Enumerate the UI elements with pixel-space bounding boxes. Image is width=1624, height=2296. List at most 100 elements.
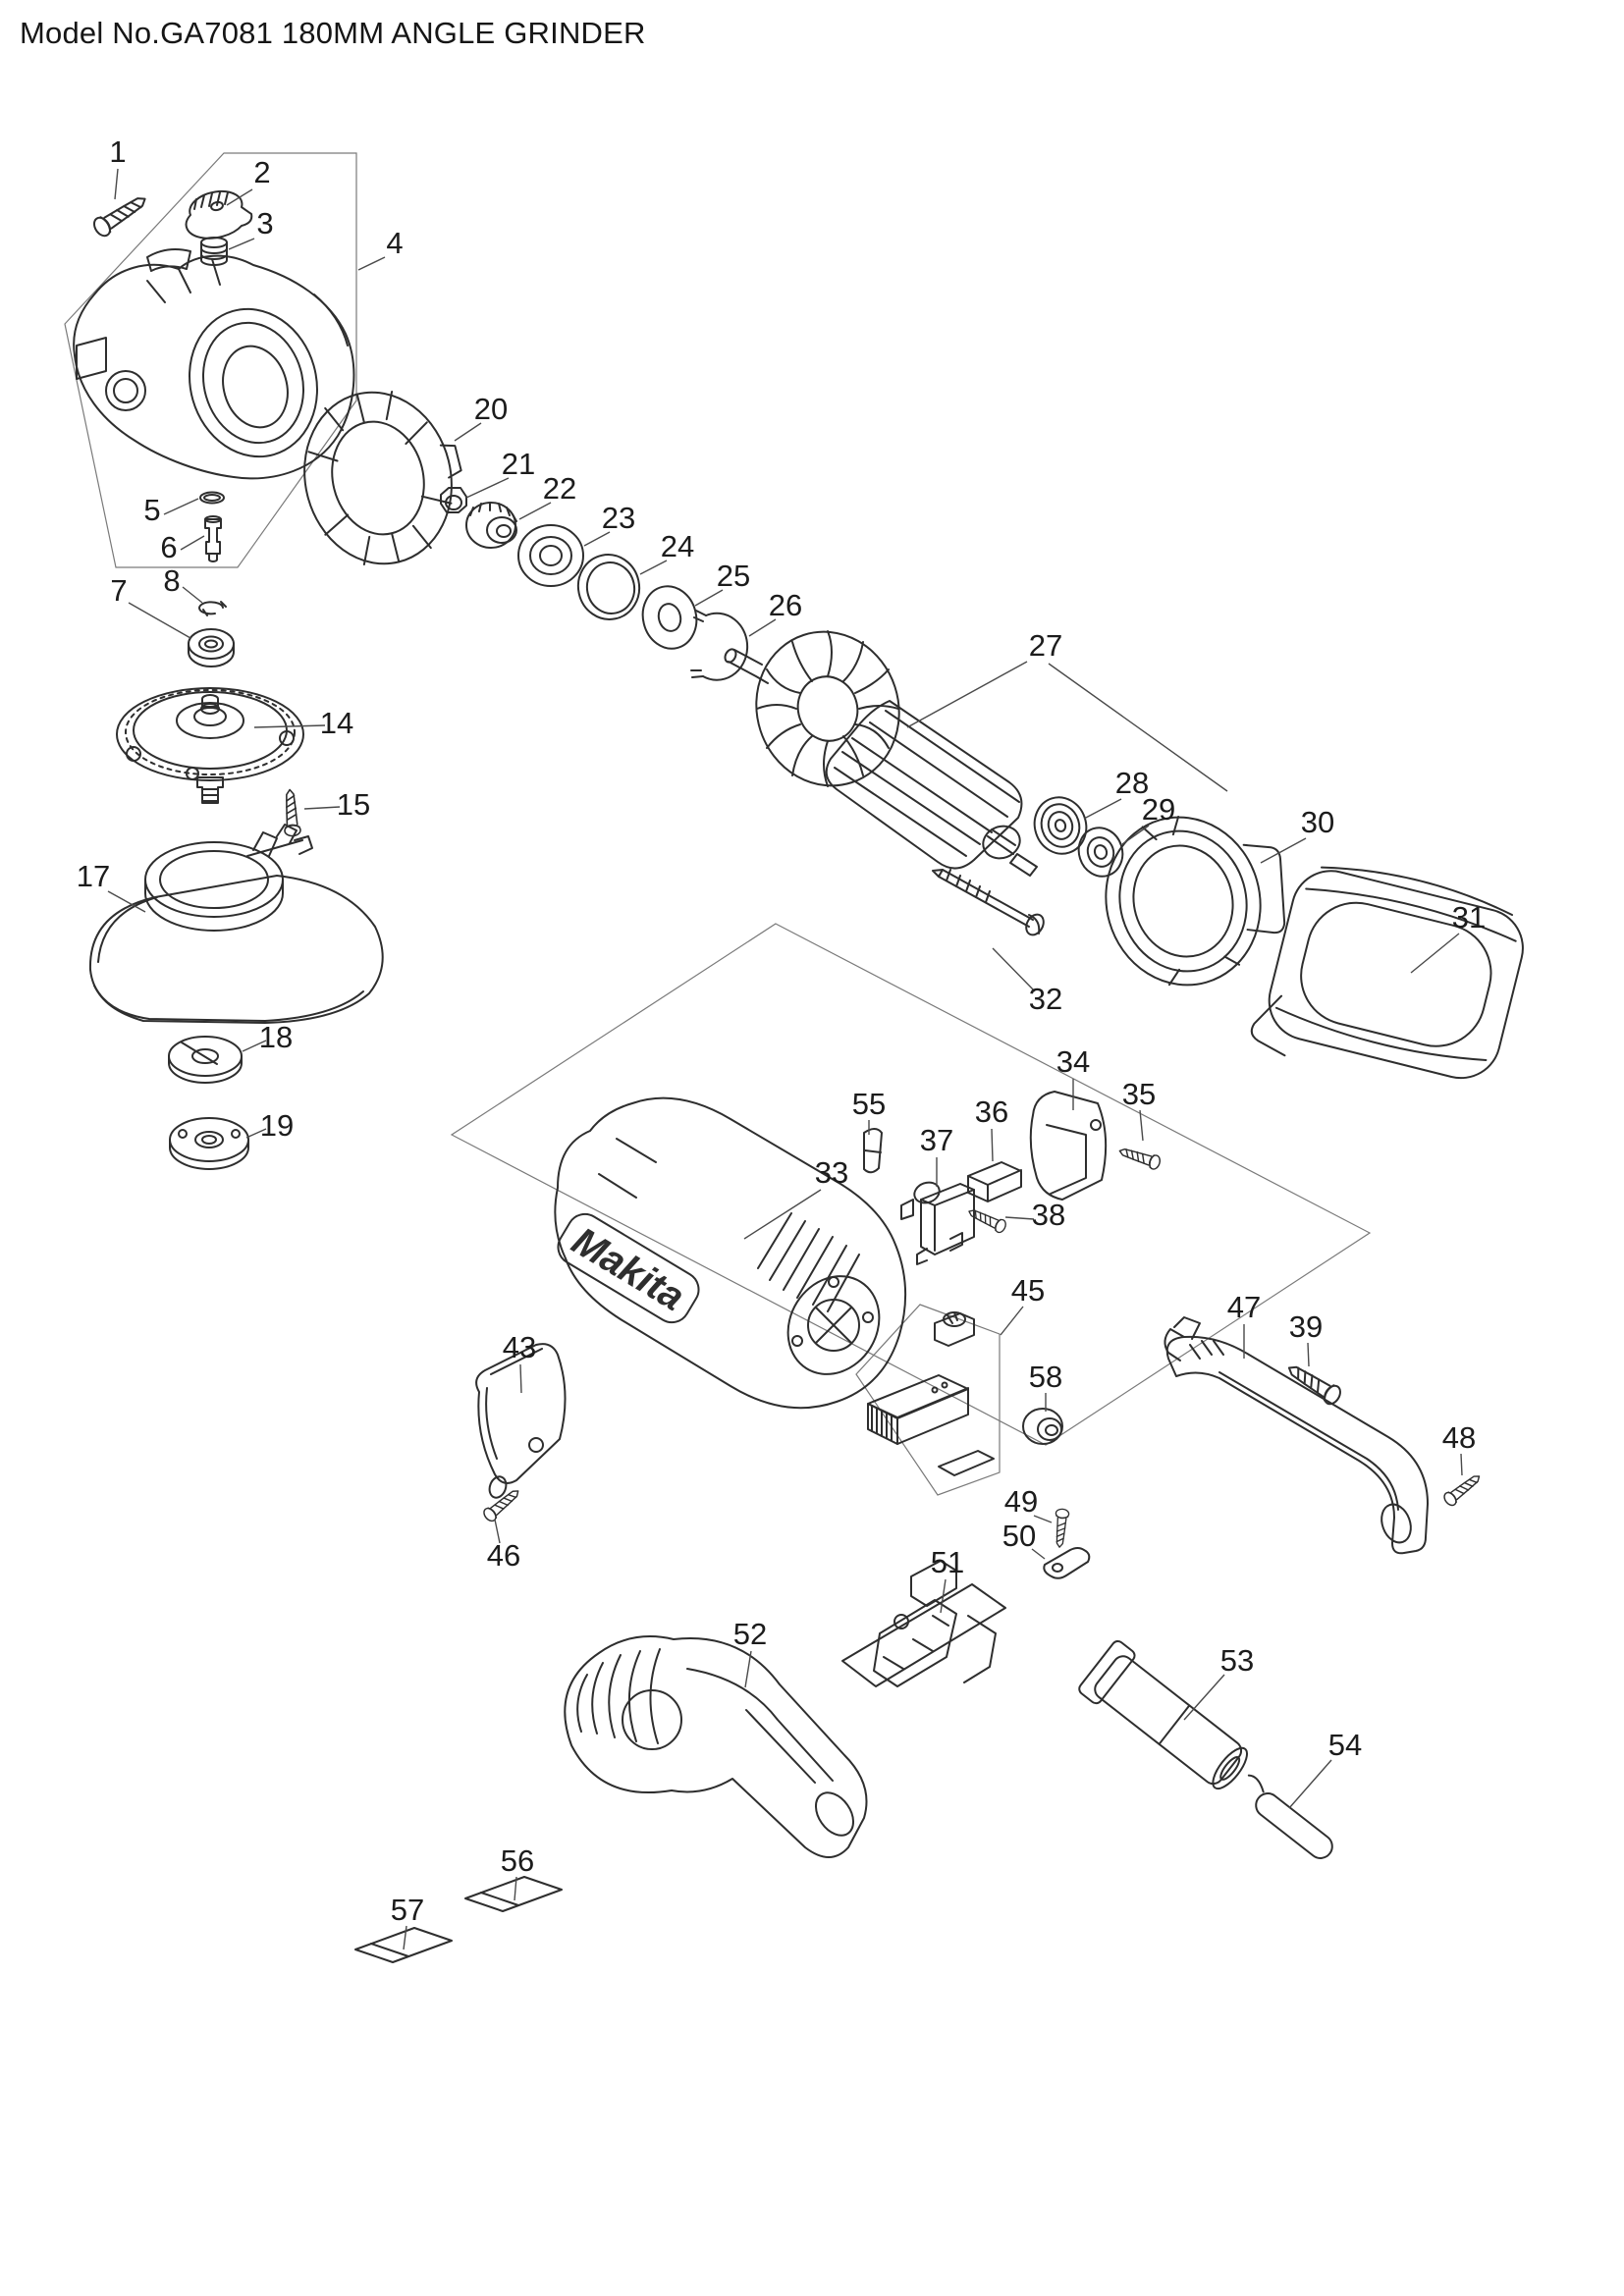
part-7-bearing bbox=[188, 628, 235, 667]
group-outlines bbox=[64, 152, 1372, 1496]
leader-line-54 bbox=[1288, 1759, 1332, 1809]
leader-line-1 bbox=[114, 168, 119, 200]
callout-number-29: 29 bbox=[1142, 792, 1175, 827]
part-37-brush-holder bbox=[900, 1181, 975, 1265]
part-4-gear-housing bbox=[73, 248, 355, 480]
callout-number-55: 55 bbox=[852, 1087, 886, 1121]
leader-line-45 bbox=[1000, 1306, 1024, 1336]
part-27-armature bbox=[724, 630, 1038, 877]
callout-number-53: 53 bbox=[1220, 1643, 1254, 1678]
callout-number-24: 24 bbox=[661, 529, 694, 563]
part-22-pinion-gear bbox=[465, 502, 517, 549]
leader-line-51 bbox=[940, 1578, 947, 1614]
callout-number-25: 25 bbox=[717, 559, 750, 593]
leader-line-3 bbox=[228, 238, 255, 250]
callout-number-56: 56 bbox=[501, 1843, 534, 1878]
callout-number-8: 8 bbox=[163, 563, 180, 598]
callout-number-17: 17 bbox=[77, 859, 110, 893]
part-47-lock-lever bbox=[1164, 1316, 1429, 1555]
part-6-pin bbox=[204, 515, 222, 562]
part-38-screw bbox=[965, 1204, 1008, 1235]
part-36-carbon-brush bbox=[967, 1161, 1022, 1202]
leader-line-15 bbox=[303, 806, 341, 810]
part-46-screw bbox=[480, 1484, 524, 1524]
leader-line-35 bbox=[1139, 1109, 1144, 1142]
part-31-stator bbox=[1250, 866, 1524, 1080]
callout-number-18: 18 bbox=[259, 1020, 293, 1054]
leader-line-7 bbox=[128, 602, 191, 639]
callout-number-19: 19 bbox=[260, 1108, 294, 1143]
callout-number-46: 46 bbox=[487, 1538, 520, 1573]
part-26-snap-ring bbox=[690, 610, 749, 681]
part-30-air-baffle bbox=[1105, 816, 1286, 987]
part-25-washer bbox=[641, 585, 698, 650]
callout-number-27: 27 bbox=[1029, 628, 1062, 663]
leader-line-17 bbox=[107, 890, 146, 913]
part-3-spring bbox=[200, 237, 228, 266]
part-35-screw bbox=[1116, 1143, 1163, 1172]
leader-line-32 bbox=[992, 947, 1036, 992]
callout-number-32: 32 bbox=[1029, 982, 1062, 1016]
part-24-ring bbox=[576, 554, 641, 620]
leader-line-20 bbox=[454, 422, 482, 442]
part-5-o-ring bbox=[199, 491, 225, 505]
group-outline-motor bbox=[450, 923, 1372, 1446]
part-17-wheel-cover bbox=[88, 824, 384, 1024]
part-19-inner-flange bbox=[169, 1117, 249, 1170]
part-1-screw bbox=[89, 189, 152, 240]
leader-line-38 bbox=[1004, 1216, 1035, 1220]
callout-number-51: 51 bbox=[931, 1545, 964, 1579]
callout-number-48: 48 bbox=[1442, 1420, 1476, 1455]
callout-number-4: 4 bbox=[386, 226, 403, 260]
callout-number-23: 23 bbox=[602, 501, 635, 535]
leader-line-48 bbox=[1460, 1453, 1463, 1476]
leader-line-23 bbox=[583, 531, 611, 547]
leader-line-18 bbox=[242, 1040, 267, 1052]
leader-line-28 bbox=[1083, 798, 1122, 820]
callout-number-34: 34 bbox=[1056, 1044, 1090, 1079]
leader-line-25 bbox=[694, 589, 724, 607]
callout-number-20: 20 bbox=[474, 392, 508, 426]
callout-number-7: 7 bbox=[110, 573, 127, 608]
part-18-clamp-nut bbox=[168, 1036, 243, 1084]
leader-line-27-1 bbox=[1048, 663, 1228, 792]
callout-number-52: 52 bbox=[733, 1617, 767, 1651]
callout-number-43: 43 bbox=[503, 1330, 536, 1364]
leader-line-5 bbox=[163, 498, 199, 515]
part-23-bearing bbox=[517, 524, 584, 587]
leader-line-52 bbox=[744, 1650, 752, 1688]
leader-line-50 bbox=[1031, 1548, 1046, 1560]
part-49-screw bbox=[1052, 1508, 1070, 1549]
callout-number-58: 58 bbox=[1029, 1360, 1062, 1394]
callout-number-54: 54 bbox=[1328, 1728, 1362, 1762]
leader-line-57 bbox=[403, 1925, 407, 1950]
page-title: Model No.GA7081 180MM ANGLE GRINDER bbox=[20, 16, 646, 50]
makita-logo-band: Makita bbox=[557, 1212, 700, 1324]
part-20-baffle-ring bbox=[303, 390, 462, 566]
callout-number-38: 38 bbox=[1032, 1198, 1065, 1232]
part-45-pad bbox=[938, 1450, 995, 1476]
part-39-screw bbox=[1282, 1358, 1345, 1409]
callout-number-31: 31 bbox=[1452, 900, 1486, 934]
part-57-sheet bbox=[354, 1927, 453, 1963]
leader-line-19 bbox=[245, 1128, 267, 1139]
leader-line-2 bbox=[226, 188, 253, 206]
leader-line-4 bbox=[357, 256, 386, 271]
part-29-bearing bbox=[1077, 827, 1124, 878]
callout-number-14: 14 bbox=[320, 706, 353, 740]
callout-number-22: 22 bbox=[543, 471, 576, 506]
leader-line-53 bbox=[1183, 1674, 1225, 1721]
part-21-hex-nut bbox=[440, 487, 467, 513]
leader-line-56 bbox=[514, 1876, 517, 1901]
part-28-bearing bbox=[1033, 796, 1088, 855]
leader-line-36 bbox=[991, 1128, 994, 1162]
leader-line-46 bbox=[494, 1519, 501, 1544]
callout-number-50: 50 bbox=[1002, 1519, 1036, 1553]
leader-line-27 bbox=[906, 661, 1028, 728]
leader-line-30 bbox=[1260, 837, 1307, 864]
callout-number-36: 36 bbox=[975, 1095, 1008, 1129]
leader-line-26 bbox=[748, 618, 777, 637]
group-outline-head bbox=[64, 152, 357, 568]
callout-number-5: 5 bbox=[143, 493, 160, 527]
